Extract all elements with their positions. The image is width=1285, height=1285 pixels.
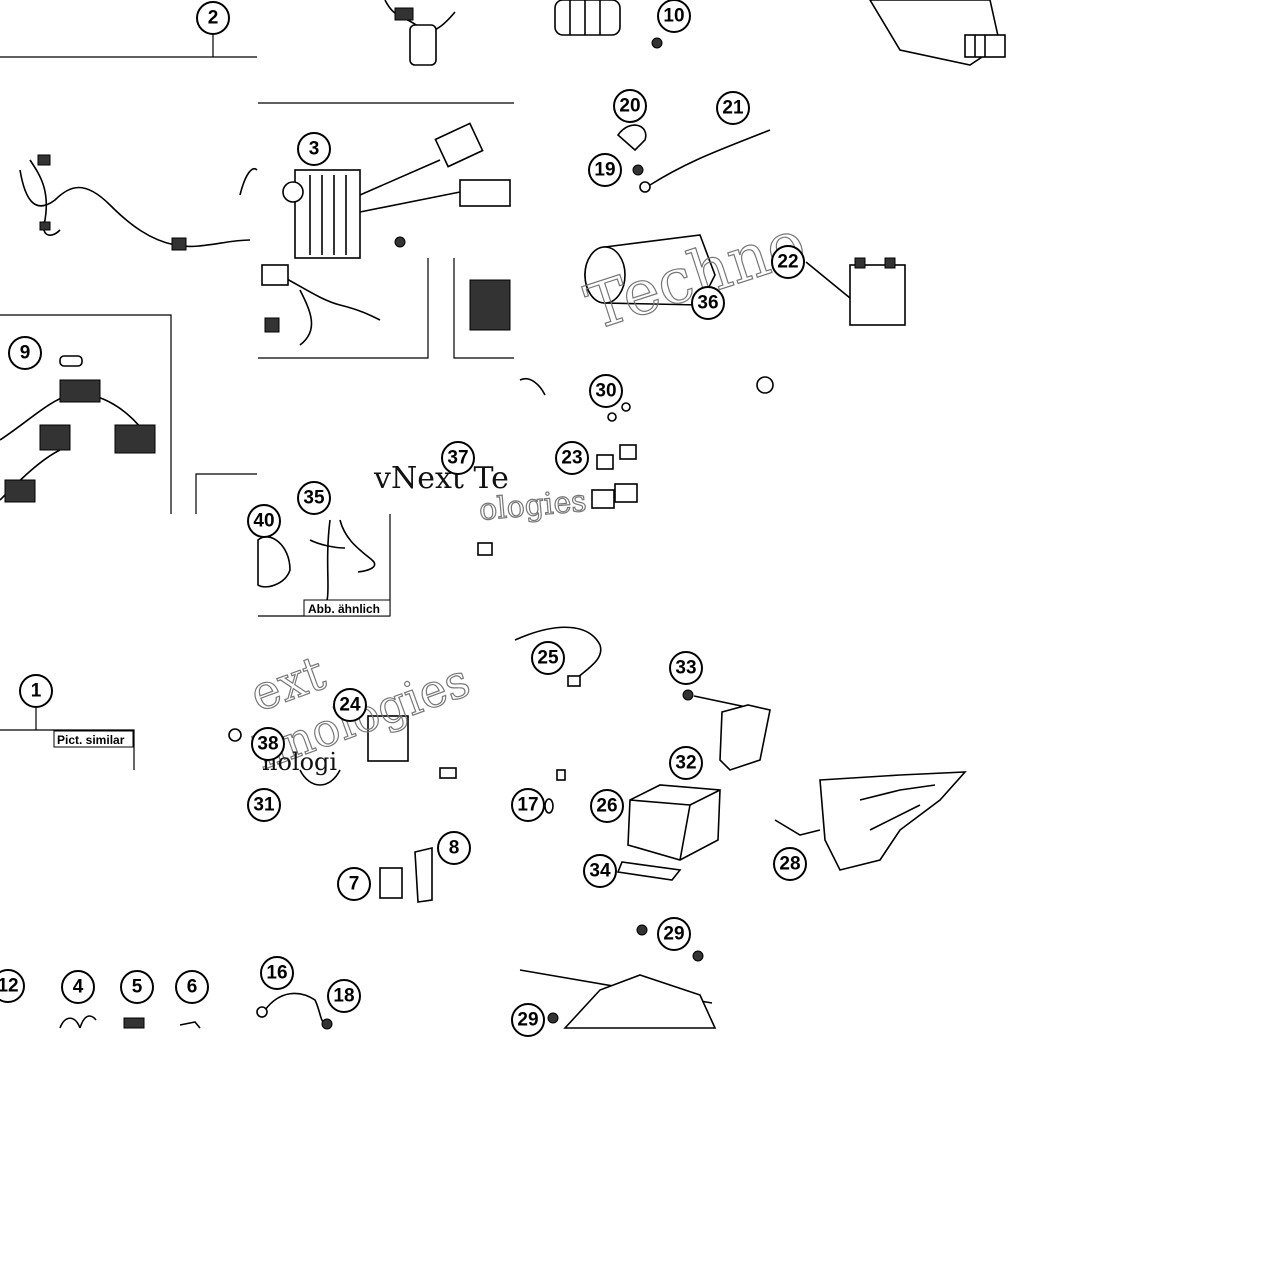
callout-28: 28 — [773, 847, 807, 881]
callout-10: 10 — [657, 0, 691, 33]
callout-number: 30 — [595, 381, 616, 402]
bracket-32-part — [682, 689, 771, 771]
callout-34: 34 — [583, 854, 617, 888]
callout-number: 17 — [517, 795, 538, 816]
solenoid-part — [584, 234, 716, 306]
callout-25: 25 — [531, 641, 565, 675]
callout-number: 29 — [663, 924, 684, 945]
callout-number: 20 — [619, 96, 640, 117]
callout-number: 38 — [257, 734, 278, 755]
note-en: Pict. similar — [53, 730, 134, 748]
callout-23: 23 — [555, 441, 589, 475]
battery-cable-part — [616, 124, 771, 193]
callout-number: 18 — [333, 986, 354, 1007]
callout-40: 40 — [247, 504, 281, 538]
callout-5: 5 — [120, 970, 154, 1004]
callout-38: 38 — [251, 727, 285, 761]
callout-number: 40 — [253, 511, 274, 532]
callout-number: 22 — [777, 252, 798, 273]
callout-2: 2 — [196, 1, 230, 35]
callout-number: 25 — [537, 648, 559, 669]
callout-35: 35 — [297, 481, 331, 515]
callout-22: 22 — [771, 245, 805, 279]
callout-9: 9 — [8, 336, 42, 370]
callout-3: 3 — [297, 132, 331, 166]
callout-7: 7 — [337, 867, 371, 901]
voltage-regulator-part — [282, 122, 511, 259]
callout-number: 34 — [589, 861, 611, 882]
callout-number: 29 — [517, 1010, 538, 1031]
callout-number: 4 — [73, 977, 84, 998]
starter-fragment-top — [554, 0, 663, 49]
starter-motor-part — [869, 0, 1006, 66]
callout-number: 36 — [697, 293, 718, 314]
small-parts-bottom — [59, 728, 333, 1030]
callout-number: 1 — [31, 681, 42, 702]
callout-24: 24 — [333, 688, 367, 722]
callout-37: 37 — [441, 441, 475, 475]
note-en-text: Pict. similar — [57, 733, 125, 747]
callout-number: 23 — [561, 448, 582, 469]
watermark-fragment: vNext Te — [373, 461, 509, 496]
callout-number: 24 — [339, 695, 361, 716]
callout-number: 33 — [675, 658, 696, 679]
harness-35-part — [257, 519, 493, 601]
callout-number: 26 — [596, 796, 617, 817]
wiring-harness-9-part — [0, 355, 156, 503]
callout-29: 29 — [657, 917, 691, 951]
callout-number: 3 — [309, 139, 320, 160]
harness-fragment-top — [384, 0, 456, 66]
callout-26: 26 — [590, 789, 624, 823]
callout-number: 32 — [675, 753, 696, 774]
callout-number: 6 — [187, 977, 198, 998]
frame-lines — [0, 34, 514, 770]
callout-4: 4 — [61, 970, 95, 1004]
callout-16: 16 — [260, 956, 294, 990]
callout-31: 31 — [247, 788, 281, 822]
callout-33: 33 — [669, 651, 703, 685]
callout-number: 16 — [266, 963, 287, 984]
relay-24-part — [299, 715, 457, 786]
callout-32: 32 — [669, 746, 703, 780]
callout-number: 35 — [303, 488, 325, 509]
callout-number: 2 — [208, 8, 219, 29]
callout-number: 10 — [663, 6, 684, 27]
callout-number: 19 — [594, 160, 615, 181]
callout-18: 18 — [327, 979, 361, 1013]
relay-7-part — [379, 846, 433, 903]
callout-number: 8 — [449, 838, 460, 859]
callout-1: 1 — [19, 674, 53, 708]
fuse-parts — [519, 376, 774, 509]
relay-22-part — [805, 257, 906, 326]
callout-6: 6 — [175, 970, 209, 1004]
callout-number: 28 — [779, 854, 800, 875]
cable-25-part — [514, 626, 602, 687]
callout-36: 36 — [691, 286, 725, 320]
harness-middle-part — [261, 264, 511, 346]
callout-12: 12 — [0, 969, 25, 1003]
callout-29: 29 — [511, 1003, 545, 1037]
callout-number: 21 — [722, 98, 744, 119]
callout-21: 21 — [716, 91, 750, 125]
callout-19: 19 — [588, 153, 622, 187]
callout-20: 20 — [613, 89, 647, 123]
wiring-harness-part — [19, 154, 258, 251]
bracket-29-part — [519, 924, 717, 1029]
callout-number: 31 — [253, 795, 275, 816]
frame-28-part — [774, 771, 967, 871]
callout-number: 7 — [349, 874, 360, 895]
callout-number: 5 — [132, 977, 143, 998]
note-de-text: Abb. ähnlich — [308, 602, 380, 616]
callout-number: 37 — [447, 448, 468, 469]
callout-number: 12 — [0, 976, 19, 997]
note-de: Abb. ähnlich — [303, 599, 391, 617]
callout-number: 9 — [20, 343, 31, 364]
battery-part — [544, 769, 721, 881]
callout-17: 17 — [511, 788, 545, 822]
callout-30: 30 — [589, 374, 623, 408]
callout-8: 8 — [437, 831, 471, 865]
